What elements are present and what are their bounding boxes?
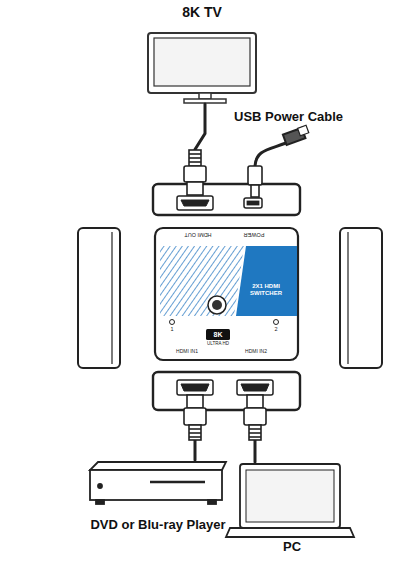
laptop-part (226, 528, 354, 537)
switcher-back-panel-part (181, 200, 209, 206)
switcher-back-panel-part (177, 196, 213, 210)
device-node: HDMI OUT POWER 2X1 HDMI SWITCHER 1 2 8K ULTRA … (153, 183, 300, 410)
switcher-top-view-part (212, 300, 222, 310)
hdmi-plug-part (244, 408, 266, 425)
switcher-front-panel-part (177, 380, 213, 395)
tv-monitor (148, 33, 256, 103)
laptop-part (240, 464, 340, 528)
hdmi-plug-part (189, 432, 201, 434)
hdmi-plug-part (189, 153, 201, 155)
dvd-player (90, 462, 226, 504)
laptop (226, 464, 354, 537)
switcher-side-view-part (78, 228, 120, 368)
device-label: POWER (234, 232, 274, 238)
device-label: ULTRA HD (203, 342, 233, 347)
hdmi-plug-part (249, 432, 261, 434)
switcher-top-view-part (160, 246, 244, 316)
hdmi-plug (184, 150, 206, 195)
hdmi-plug-part (189, 428, 201, 430)
switcher-back-panel-part (244, 198, 262, 208)
tv-monitor-part (184, 99, 226, 103)
hdmi-plug-part (247, 395, 263, 408)
micro-usb-plug (248, 166, 262, 197)
switcher-front-panel-part (181, 384, 209, 391)
cable-label: USB Power Cable (234, 110, 343, 124)
hdmi-plug-part (249, 436, 261, 438)
switcher-front-panel (153, 372, 300, 410)
usb-power-cable-part (298, 125, 309, 136)
hdmi-plug-part (184, 408, 206, 425)
tv-monitor-part (199, 93, 211, 99)
micro-usb-plug-part (251, 185, 259, 197)
switcher-front-panel-part (237, 380, 273, 395)
switcher-side-view-part (347, 232, 348, 364)
hdmi-plug-part (189, 436, 201, 438)
switcher-back-panel-part (247, 201, 259, 205)
device-label: HDMI IN1 (167, 349, 207, 355)
device-label: 2X1 HDMI SWITCHER (245, 283, 287, 296)
dvd-player-part (98, 484, 102, 488)
micro-usb-plug-part (248, 166, 262, 185)
switcher-top-view-part (206, 329, 230, 340)
switcher-back-panel-part (153, 184, 300, 215)
dvd-player-part (96, 500, 104, 504)
hdmi-plug-part (249, 428, 261, 430)
hdmi-plug-part (249, 425, 261, 440)
switcher-side-view-part (111, 232, 112, 364)
hdmi-plug-part (187, 395, 203, 408)
device-label: HDMI IN2 (236, 349, 276, 355)
usb-power-cable-part (255, 143, 286, 166)
hdmi-plug-part (184, 166, 206, 182)
device-node: 8K TV (148, 2, 256, 104)
switcher-side-view-part (340, 228, 382, 368)
dvd-player-part (208, 500, 216, 504)
device-node: DVD or Blu-ray Player (86, 460, 230, 538)
switcher-top-view-part (274, 320, 279, 325)
switcher-top-view-part (170, 320, 175, 325)
hdmi-plug-part (189, 150, 201, 166)
hdmi-plug-part (189, 161, 201, 163)
tv-monitor-part (148, 33, 256, 93)
switcher-front-panel-part (153, 372, 300, 410)
device-label: 8K TV (148, 5, 256, 20)
switcher-front-panel-part (241, 384, 269, 391)
dvd-player-part (90, 470, 222, 500)
hdmi-plug (244, 395, 266, 440)
laptop-part (246, 470, 334, 522)
device-label: PC (228, 540, 356, 554)
hdmi-plug-part (189, 157, 201, 159)
switcher-top-view-part (208, 296, 226, 314)
switcher-side-view (78, 228, 382, 368)
tv-monitor-part (154, 38, 250, 86)
hdmi-plug (184, 395, 206, 440)
switcher-top-view-part (155, 228, 298, 360)
device-label: 2 (271, 326, 281, 332)
device-label: HDMI OUT (178, 232, 218, 238)
device-label: 1 (167, 326, 177, 332)
device-label: 8K (208, 331, 228, 339)
device-label: DVD or Blu-ray Player (86, 518, 230, 532)
usb-power-cable (255, 125, 309, 166)
dvd-player-part (90, 462, 226, 470)
switcher-back-panel (153, 184, 300, 215)
switcher-top-view-part (236, 246, 297, 316)
dvd-player-part (150, 481, 205, 484)
device-node: PC (228, 462, 356, 560)
hdmi-plug-part (189, 425, 201, 440)
hdmi-plug-part (187, 182, 203, 195)
switcher-top-view (155, 228, 298, 360)
